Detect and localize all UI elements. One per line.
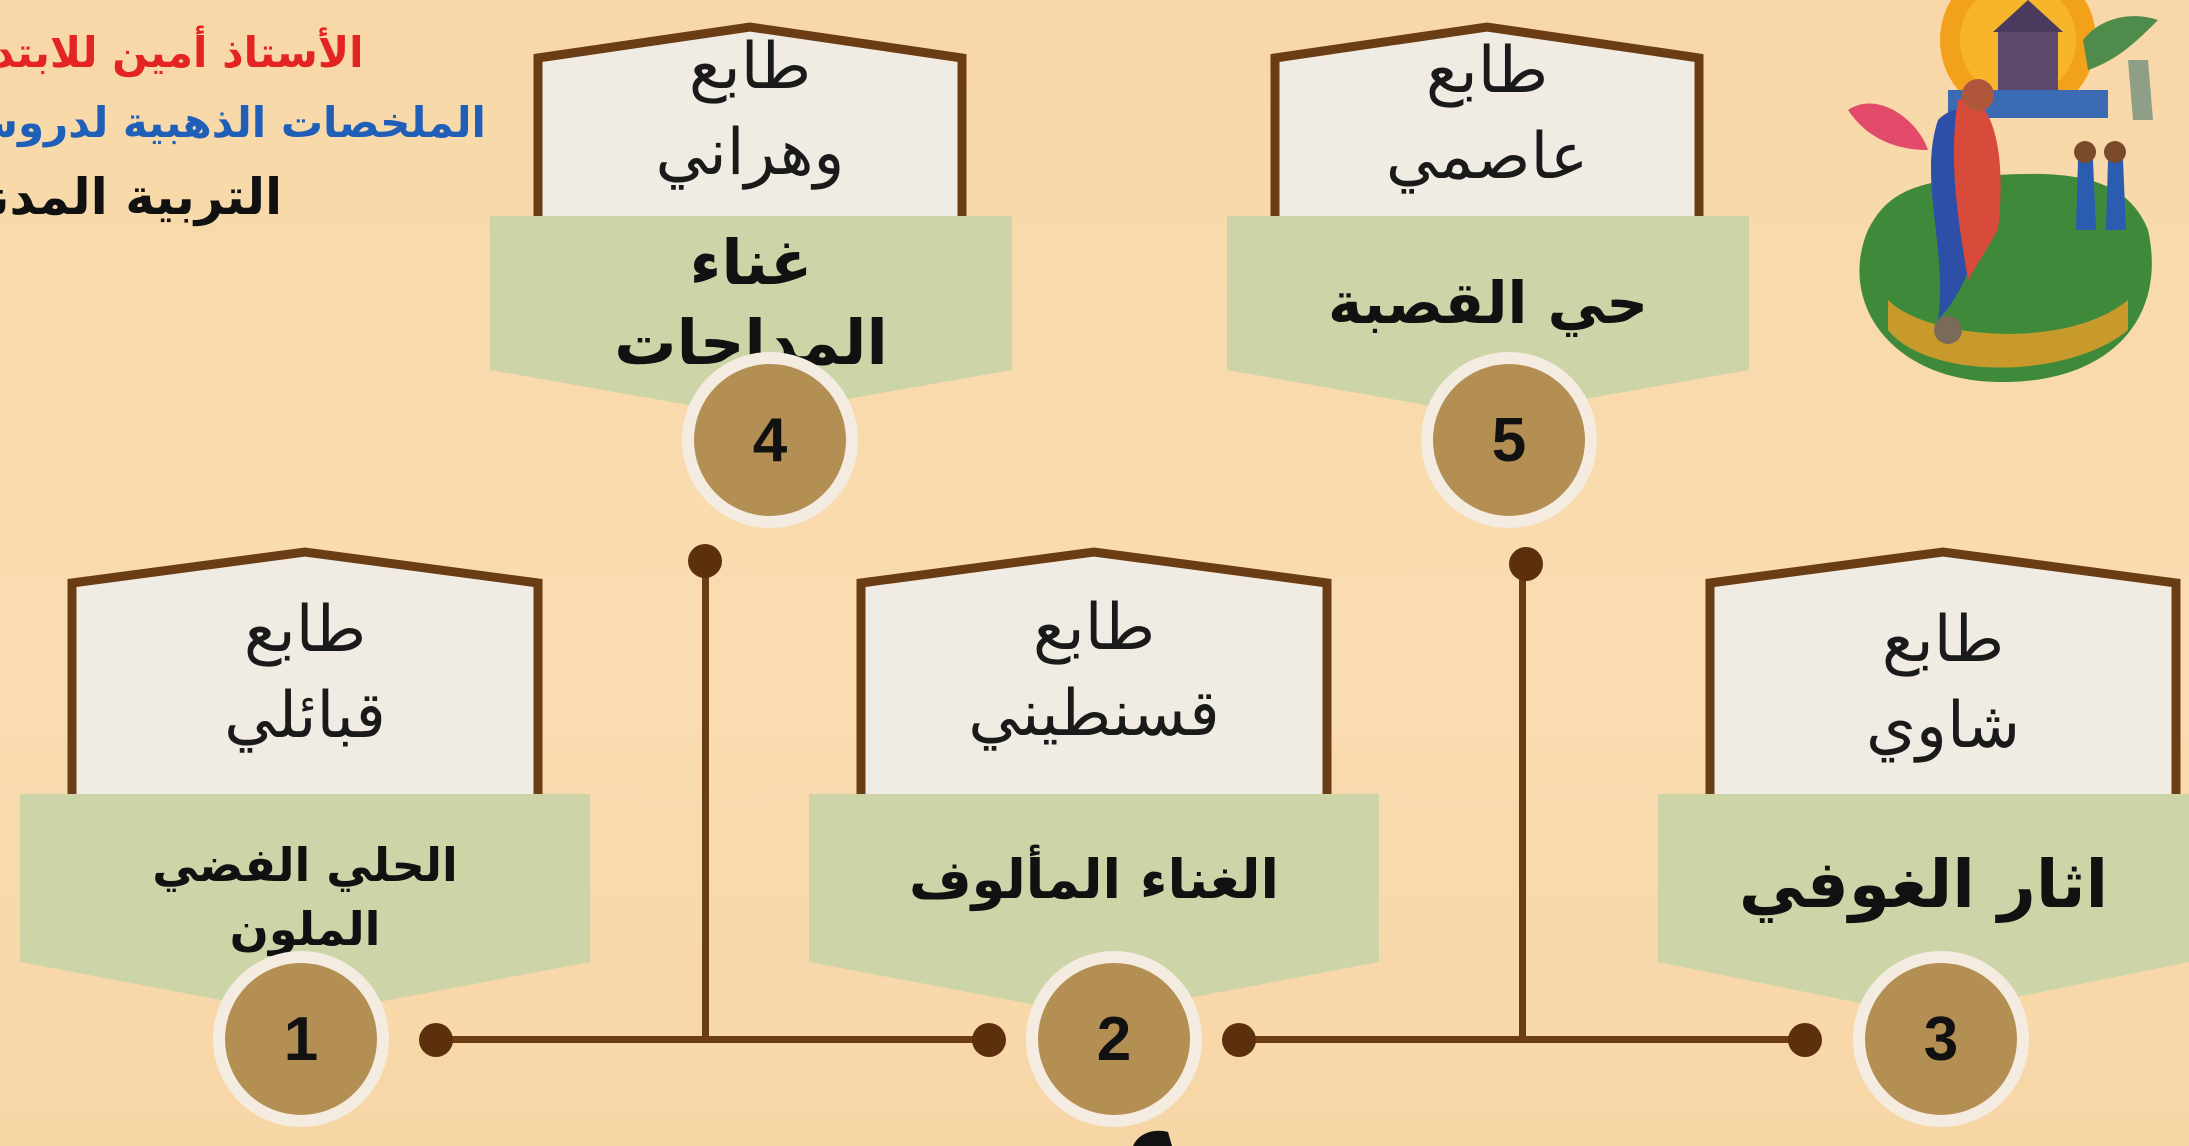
tag-node-3: اثار الغوفي [1658,794,2189,1016]
card-node-5: طابع عاصمي [1270,22,1704,229]
tag-shape [809,794,1379,1016]
tag-label: الغناء المألوف [908,848,1280,911]
tag-label: الحلي الفضي الملون [152,838,458,956]
card-node-1: طابع قبائلي [67,547,543,804]
badge-node-4: 4 [682,352,858,528]
card-shape [67,547,543,804]
tag-shape [1227,216,1749,416]
card-shape [856,547,1332,804]
badge-node-5: 5 [1421,352,1597,528]
tag-label: اثار الغوفي [1738,846,2109,923]
tag-node-2: الغناء المألوف [809,794,1379,1016]
card-shape [1705,547,2181,804]
series-line: الملخصات الذهبية لدروس [0,98,486,147]
tag-shape [490,216,1012,416]
tag-node-4: غناء المداحات [490,216,1012,416]
connector-dot [688,544,722,578]
card-title: طابع عاصمي [1385,34,1589,194]
card-node-4: طابع وهراني [533,22,967,229]
card-shape [1270,22,1704,229]
tag-label: غناء المداحات [614,226,888,379]
connector-dot [972,1023,1006,1057]
tag-node-5: حي القصبة [1227,216,1749,416]
stem-node-5 [1519,564,1526,1040]
connector-dot [419,1023,453,1057]
card-title: طابع وهراني [655,30,845,190]
badge-node-3: 3 [1853,951,2029,1127]
decorative-mark [1133,1130,1172,1146]
subject-line: التربية المدنية [0,168,283,226]
heritage-illustration [1848,0,2158,383]
author-line: الأستاذ أمين للابتدائي [0,28,364,77]
card-node-3: طابع شاوي [1705,547,2181,804]
card-shape [533,22,967,229]
connector-dot [1222,1023,1256,1057]
card-title: طابع شاوي [1865,603,2021,763]
tag-shape [20,794,590,1016]
tag-label: حي القصبة [1327,269,1649,337]
connector-dot [1788,1023,1822,1057]
card-title: طابع قبائلي [224,593,386,753]
badge-node-1: 1 [213,951,389,1127]
card-node-2: طابع قسنطيني [856,547,1332,804]
connector-dot [1509,547,1543,581]
tag-node-1: الحلي الفضي الملون [20,794,590,1016]
tag-shape [1658,794,2189,1016]
stem-node-4 [702,560,709,1040]
bottom-connector-left [436,1036,991,1043]
card-title: طابع قسنطيني [968,591,1220,751]
badge-node-2: 2 [1026,951,1202,1127]
